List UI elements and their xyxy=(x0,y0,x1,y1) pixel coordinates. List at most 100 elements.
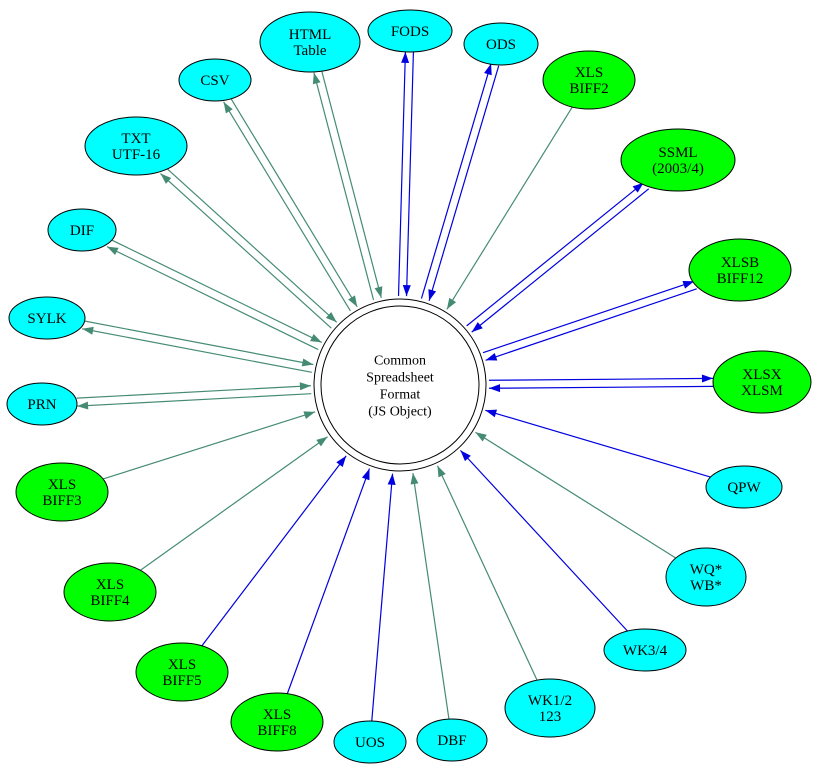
arrowhead xyxy=(489,384,501,393)
arrowhead xyxy=(387,473,396,485)
node-shape xyxy=(665,547,747,607)
arrowhead xyxy=(475,432,487,442)
node-shape xyxy=(333,720,407,764)
node-label: DBF xyxy=(437,733,466,749)
edge-xls-biff5 xyxy=(201,455,347,647)
node-label: WQ*WB* xyxy=(690,562,723,594)
edge-txt-utf16 xyxy=(160,167,338,329)
node-shape xyxy=(47,208,117,252)
arrowhead xyxy=(485,409,498,418)
node-label: QPW xyxy=(727,480,761,496)
arrowhead xyxy=(310,333,322,343)
node-fods: FODS xyxy=(367,9,453,53)
node-shape xyxy=(712,350,812,414)
arrowhead xyxy=(299,382,311,391)
node-shape xyxy=(63,562,157,622)
node-shape xyxy=(705,465,783,509)
arrowhead xyxy=(446,297,457,310)
edge-xls-biff2 xyxy=(446,106,573,310)
edge-ssml xyxy=(466,182,650,333)
edge-qpw xyxy=(485,409,711,478)
edge-dif xyxy=(106,238,323,351)
arrowhead xyxy=(336,455,347,468)
arrowhead xyxy=(77,401,89,410)
node-dif: DIF xyxy=(47,208,117,252)
node-csv: CSV xyxy=(178,58,252,102)
arrowhead xyxy=(471,322,483,333)
node-label: DIF xyxy=(70,223,94,239)
node-label: UOS xyxy=(355,735,385,751)
node-prn: PRN xyxy=(6,382,78,426)
node-label: SYLK xyxy=(27,311,66,327)
edge-csv xyxy=(223,97,358,312)
arrowhead xyxy=(301,358,314,367)
arrowhead xyxy=(410,473,419,485)
edge-xls-biff4 xyxy=(140,436,328,571)
node-ods: ODS xyxy=(463,22,539,66)
arrowhead xyxy=(316,436,328,447)
edge-fods xyxy=(397,51,415,297)
node-shape xyxy=(135,642,229,702)
arrowhead xyxy=(312,72,321,85)
node-qpw: QPW xyxy=(705,465,783,509)
arrowhead xyxy=(106,246,119,256)
arrowhead xyxy=(485,352,498,361)
node-shape xyxy=(367,9,453,53)
node-shape xyxy=(463,22,539,66)
node-shape xyxy=(542,50,636,110)
edge-xls-biff3 xyxy=(102,411,316,480)
edge-wk34 xyxy=(459,449,628,632)
arrowhead xyxy=(303,411,316,419)
arrowhead xyxy=(361,468,370,481)
node-label: CSV xyxy=(200,73,229,89)
edge-ods xyxy=(420,63,500,301)
node-shape xyxy=(178,58,252,102)
edge-xlsb xyxy=(482,280,697,361)
node-label: SSML(2003/4) xyxy=(652,145,704,177)
node-shape xyxy=(620,128,736,192)
node-sylk: SYLK xyxy=(8,296,86,340)
node-label: FODS xyxy=(391,24,429,40)
node-shape xyxy=(603,628,687,672)
node-shape xyxy=(504,678,596,738)
node-shape xyxy=(688,238,792,302)
arrowhead xyxy=(402,285,411,297)
edge-wq-wb xyxy=(475,431,677,559)
node-shape xyxy=(259,11,361,73)
node-label: PRN xyxy=(27,397,56,413)
edge-uos xyxy=(371,473,396,722)
node-shape xyxy=(230,692,324,752)
node-dbf: DBF xyxy=(416,718,488,762)
edge-xlsx xyxy=(488,374,714,393)
center-outer-circle xyxy=(313,298,487,472)
node-ssml: SSML(2003/4) xyxy=(620,128,736,192)
node-label: ODS xyxy=(486,37,516,53)
arrowhead xyxy=(160,173,172,184)
node-wk34: WK3/4 xyxy=(603,628,687,672)
arrowhead xyxy=(223,101,233,114)
node-shape xyxy=(84,116,188,176)
arrowhead xyxy=(348,295,358,307)
node-label: WK3/4 xyxy=(623,643,668,659)
node-shape xyxy=(6,382,78,426)
arrowhead xyxy=(428,289,437,301)
edge-xls-biff8 xyxy=(286,468,371,694)
